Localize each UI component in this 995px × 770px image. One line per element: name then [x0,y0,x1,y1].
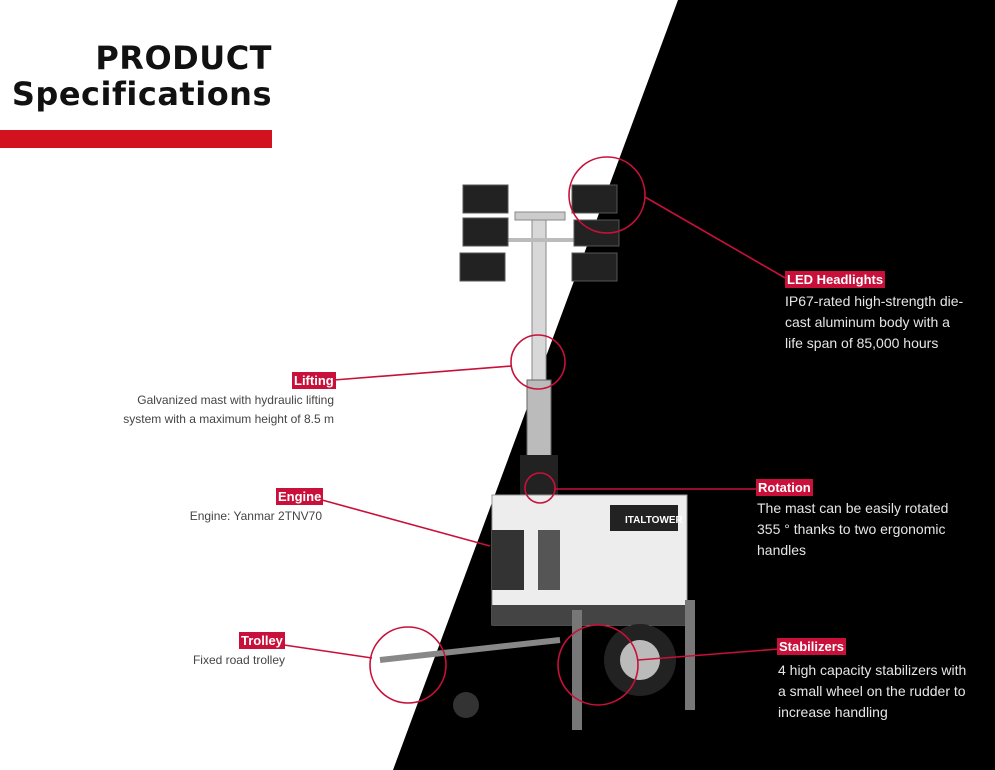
text-line: Fixed road trolley [192,653,285,667]
text-line: system with a maximum height of 8.5 m [123,412,334,426]
text-line: IP67-rated high-strength die- [785,293,964,309]
callout-label-trolley: Trolley [239,632,285,649]
brand-logo: ITALTOWER [625,515,684,526]
led-headlights [459,184,620,282]
callout-text-rotation: The mast can be easily rotated 355 ° tha… [757,498,948,561]
text-line: Engine: Yanmar 2TNV70 [189,509,322,523]
mast [505,211,575,501]
callout-label-engine: Engine [276,488,324,505]
callout-label-lifting: Lifting [292,372,336,389]
generator-housing: ITALTOWER [491,494,688,626]
text-line: cast aluminum body with a [785,314,950,330]
text-line: a small wheel on the rudder to [778,683,966,699]
callout-markers [283,156,788,706]
text-line: 355 ° thanks to two ergonomic [757,521,946,537]
text-line: increase handling [778,704,888,720]
text-line: The mast can be easily rotated [757,500,949,516]
callout-label-stabilizers: Stabilizers [777,638,847,655]
callout-text-led-headlights: IP67-rated high-strength die- cast alumi… [785,291,963,354]
text-line: handles [757,542,807,558]
title-line-1: PRODUCT [95,39,272,77]
callout-text-engine: Engine: Yanmar 2TNV70 [190,507,322,526]
text-line: life span of 85,000 hours [785,335,939,351]
accent-bar [0,130,272,148]
text-line: 4 high capacity stabilizers with [778,662,967,678]
page-title: PRODUCT Specifications [12,40,272,112]
callout-label-led-headlights: LED Headlights [785,271,886,288]
callout-text-trolley: Fixed road trolley [193,651,285,670]
title-line-2: Specifications [11,75,272,113]
callout-text-stabilizers: 4 high capacity stabilizers with a small… [778,660,966,723]
callout-text-lifting: Galvanized mast with hydraulic lifting s… [123,391,334,429]
text-line: Galvanized mast with hydraulic lifting [137,393,334,407]
callout-label-rotation: Rotation [756,479,813,496]
